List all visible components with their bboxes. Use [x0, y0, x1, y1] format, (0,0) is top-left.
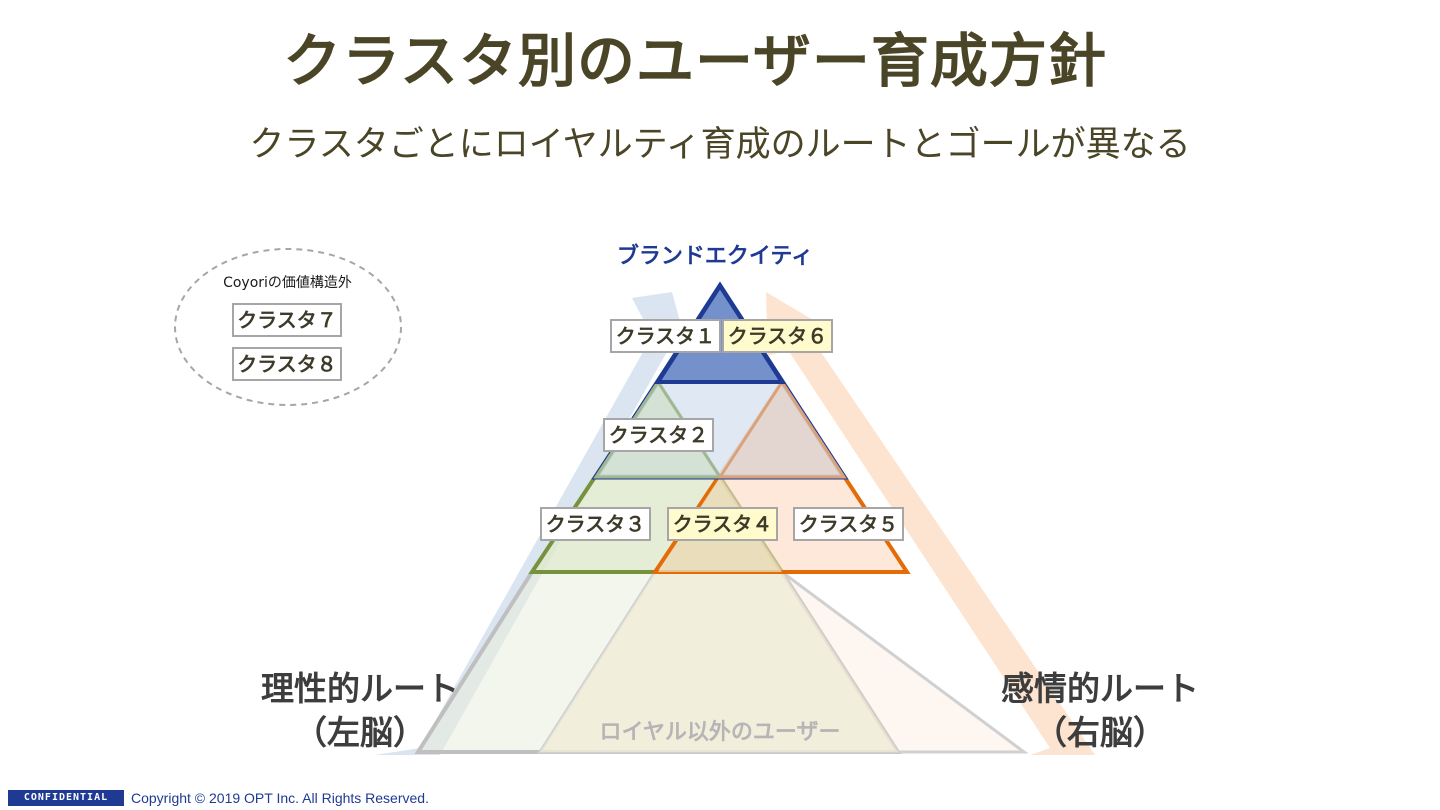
cluster-3-box: クラスタ３ — [540, 507, 651, 541]
tier1-orange-overlap — [717, 379, 847, 479]
cluster-1-box: クラスタ１ — [610, 319, 721, 353]
cluster-6-box: クラスタ６ — [722, 319, 833, 353]
emotional-route-title: 感情的ルート — [1001, 669, 1199, 708]
cluster-4-box: クラスタ４ — [667, 507, 778, 541]
confidential-badge: CONFIDENTIAL — [8, 790, 124, 806]
non-loyal-users-label: ロイヤル以外のユーザー — [599, 720, 841, 745]
outside-value-structure-label: Coyoriの価値構造外 — [223, 275, 352, 291]
emotional-route-label: 感情的ルート （右脳） — [975, 667, 1225, 755]
non-loyal-center-overlap — [540, 572, 898, 752]
page-subtitle: クラスタごとにロイヤルティ育成のルートとゴールが異なる — [249, 125, 1191, 165]
cluster-8-box: クラスタ８ — [232, 347, 342, 381]
emotional-route-arrow — [766, 292, 1095, 755]
rational-route-title: 理性的ルート — [261, 669, 459, 708]
copyright-text: Copyright © 2019 OPT Inc. All Rights Res… — [131, 790, 429, 806]
cluster-5-box: クラスタ５ — [793, 507, 904, 541]
rational-route-label: 理性的ルート （左脳） — [235, 667, 485, 755]
page-title: クラスタ別のユーザー育成方針 — [283, 27, 1107, 95]
cluster-2-box: クラスタ２ — [603, 418, 714, 452]
cluster-7-box: クラスタ７ — [232, 303, 342, 337]
rational-route-subtitle: （左脳） — [294, 713, 426, 752]
emotional-route-subtitle: （右脳） — [1034, 713, 1166, 752]
outside-value-structure-ellipse — [174, 248, 402, 406]
brand-equity-label: ブランドエクイティ — [616, 244, 814, 269]
